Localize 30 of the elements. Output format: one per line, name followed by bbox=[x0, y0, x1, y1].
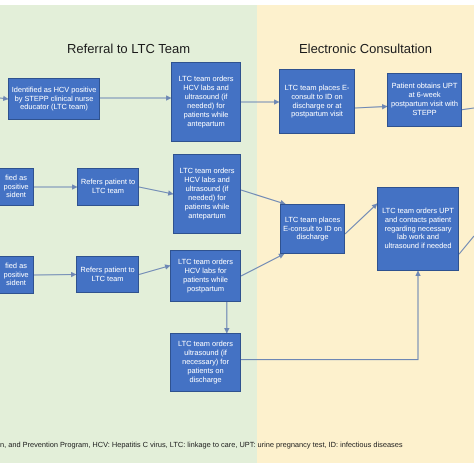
arrow bbox=[344, 203, 378, 234]
arrow bbox=[34, 184, 78, 190]
process-box bbox=[171, 62, 241, 142]
swimlane-panel bbox=[0, 5, 257, 463]
process-box bbox=[8, 78, 100, 120]
lane-title: Referral to LTC Team bbox=[66, 41, 192, 56]
process-box bbox=[377, 187, 459, 271]
arrow bbox=[241, 99, 280, 105]
arrow bbox=[0, 96, 9, 102]
lane-title: Electronic Consultation bbox=[298, 41, 433, 56]
process-box bbox=[170, 250, 241, 302]
arrow bbox=[34, 272, 77, 278]
arrow bbox=[138, 264, 171, 276]
process-box bbox=[279, 69, 355, 134]
arrow bbox=[240, 189, 286, 206]
process-box bbox=[280, 204, 345, 254]
arrow bbox=[224, 302, 230, 334]
process-box bbox=[76, 256, 139, 293]
swimlane-panel bbox=[257, 5, 474, 463]
process-box bbox=[77, 168, 139, 206]
arrow bbox=[138, 186, 174, 196]
process-box bbox=[0, 168, 34, 206]
arrow bbox=[241, 270, 421, 360]
process-box bbox=[0, 256, 34, 294]
process-box bbox=[173, 154, 241, 234]
arrow bbox=[240, 254, 284, 276]
process-box bbox=[170, 333, 241, 392]
arrow bbox=[354, 104, 388, 110]
arrow bbox=[100, 95, 172, 101]
process-box bbox=[387, 73, 462, 127]
